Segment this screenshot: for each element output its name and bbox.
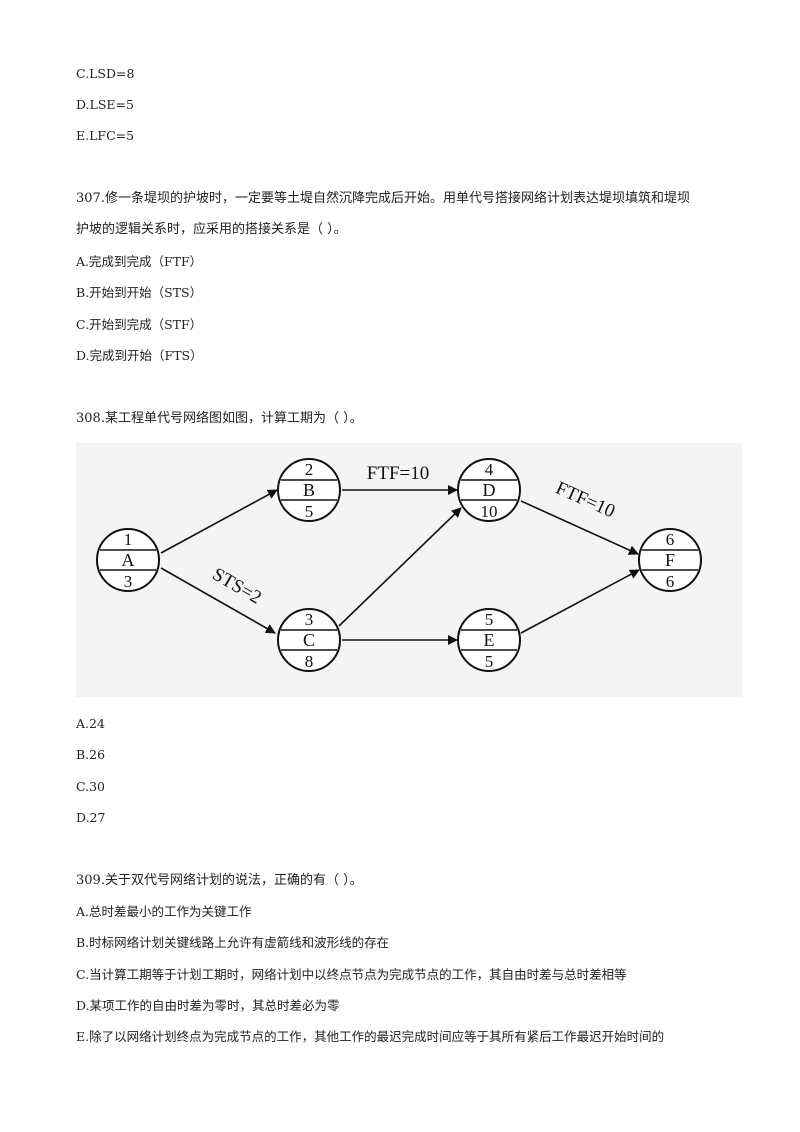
node-f: 6 F 6 [638,528,702,592]
node-d-name: D [483,480,496,500]
question-307-line1: 307.修一条堤坝的护坡时，一定要等土堤自然沉降完成后开始。用单代号搭接网络计划… [76,191,690,206]
question-307-option-c: C.开始到完成（STF） [76,317,203,332]
option-c-lsd: C.LSD=8 [76,66,135,81]
question-309-option-d: D.某项工作的自由时差为零时，其总时差必为零 [76,998,340,1013]
network-diagram: FTF=10 FTF=10 STS=2 1 A 3 2 B 5 3 C 8 4 … [76,443,742,697]
question-307-option-d: D.完成到开始（FTS） [76,348,203,363]
node-a-id: 1 [124,530,133,549]
node-f-duration: 6 [666,572,675,591]
question-308-option-c: C.30 [76,779,105,794]
node-a-duration: 3 [124,572,133,591]
question-309-option-c: C.当计算工期等于计划工期时，网络计划中以终点节点为完成节点的工作，其自由时差与… [76,967,627,982]
arrow-a-b [160,489,278,554]
link-label-b-d: FTF=10 [367,463,429,484]
question-309-option-a: A.总时差最小的工作为关键工作 [76,904,252,919]
question-309-option-b: B.时标网络计划关键线路上允许有虚箭线和波形线的存在 [76,935,390,950]
node-c-id: 3 [305,610,314,629]
arrow-a-c [160,567,276,634]
arrow-c-d [338,507,462,627]
arrow-e-f [520,569,640,634]
question-308-option-b: B.26 [76,747,106,762]
question-308: 308.某工程单代号网络图如图，计算工期为（ ）。 [76,411,363,426]
node-f-id: 6 [666,530,675,549]
node-a-name: A [122,550,135,570]
node-e: 5 E 5 [457,608,521,672]
question-309-option-e: E.除了以网络计划终点为完成节点的工作，其他工作的最迟完成时间应等于其所有紧后工… [76,1029,665,1044]
option-d-lse: D.LSE=5 [76,97,134,112]
link-label-d-f: FTF=10 [552,478,618,523]
node-b-duration: 5 [305,502,314,521]
question-307-option-b: B.开始到开始（STS） [76,285,203,300]
node-c-name: C [303,630,315,650]
node-c-duration: 8 [305,652,314,671]
arrow-d-f [520,500,639,555]
node-d: 4 D 10 [457,458,521,522]
node-e-duration: 5 [485,652,494,671]
node-d-duration: 10 [481,502,498,521]
question-309: 309.关于双代号网络计划的说法，正确的有（ ）。 [76,873,363,888]
question-308-option-a: A.24 [76,716,105,731]
node-b-id: 2 [305,460,314,479]
node-f-name: F [665,550,675,570]
node-b-name: B [303,480,315,500]
node-d-id: 4 [485,460,494,479]
node-e-name: E [484,630,495,650]
question-308-option-d: D.27 [76,810,106,825]
question-307-line2: 护坡的逻辑关系时，应采用的搭接关系是（ ）。 [76,222,347,237]
node-e-id: 5 [485,610,494,629]
option-e-lfc: E.LFC=5 [76,128,135,143]
node-c: 3 C 8 [277,608,341,672]
link-label-a-c: STS=2 [209,564,265,609]
question-307-option-a: A.完成到完成（FTF） [76,254,203,269]
node-a: 1 A 3 [96,528,160,592]
node-b: 2 B 5 [277,458,341,522]
